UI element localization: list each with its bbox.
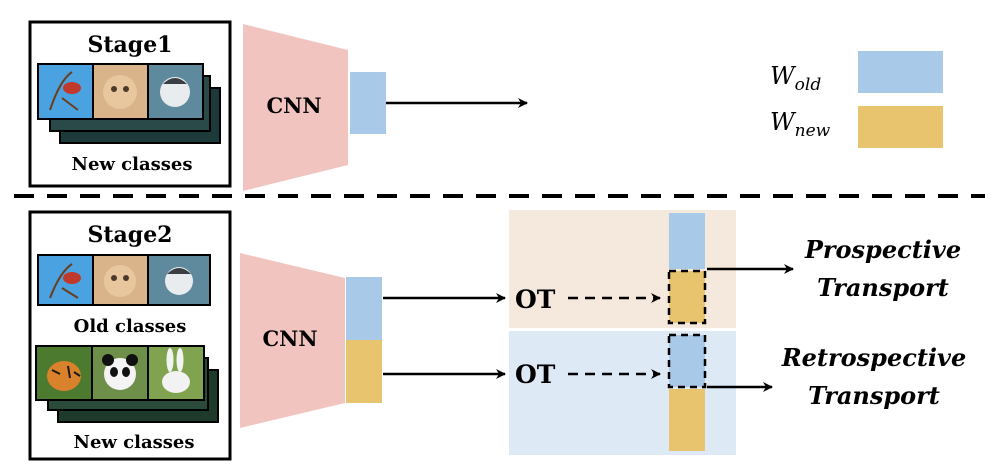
prospective-label-line1: Prospective [804, 235, 961, 264]
legend-w-old: Wold [770, 62, 821, 95]
stage1-front-images [37, 63, 204, 120]
prospective-old-block [669, 213, 705, 269]
stage1-title: Stage1 [88, 32, 173, 58]
stage1-cnn [243, 24, 348, 191]
stage1-panel: Stage1 New classes [28, 20, 232, 188]
legend: Wold Wnew [770, 51, 943, 148]
retrospective-label-line1: Retrospective [781, 343, 967, 372]
retrospective-transported-block [667, 333, 707, 389]
legend-w-old-swatch [858, 51, 943, 93]
prospective-transported-block [667, 269, 707, 325]
stage2-cnn [240, 253, 345, 428]
legend-w-new: Wnew [770, 108, 831, 141]
stage2-new-caption: New classes [74, 432, 195, 453]
stage2-old-images [37, 254, 211, 306]
retrospective-new-block [669, 389, 705, 451]
ot-label-top: OT [515, 285, 556, 314]
stage2-panel: Stage2 Old classes [28, 210, 232, 461]
stage1-caption: New classes [72, 154, 193, 175]
prospective-label-line2: Transport [817, 273, 949, 302]
stage2-title: Stage2 [88, 222, 173, 248]
stage1-image-stack [37, 63, 221, 144]
stage2-feature-new [346, 340, 382, 403]
stage1-feature-old [350, 72, 386, 134]
legend-w-new-swatch [858, 106, 943, 148]
ot-label-bottom: OT [515, 360, 556, 389]
stage2-cnn-label: CNN [262, 326, 317, 351]
stage1-cnn-label: CNN [266, 93, 321, 118]
retrospective-label-line2: Transport [808, 381, 940, 410]
stage2-feature-old [346, 277, 382, 340]
stage2-new-image-stack [35, 345, 219, 423]
stage2-old-caption: Old classes [74, 316, 187, 337]
